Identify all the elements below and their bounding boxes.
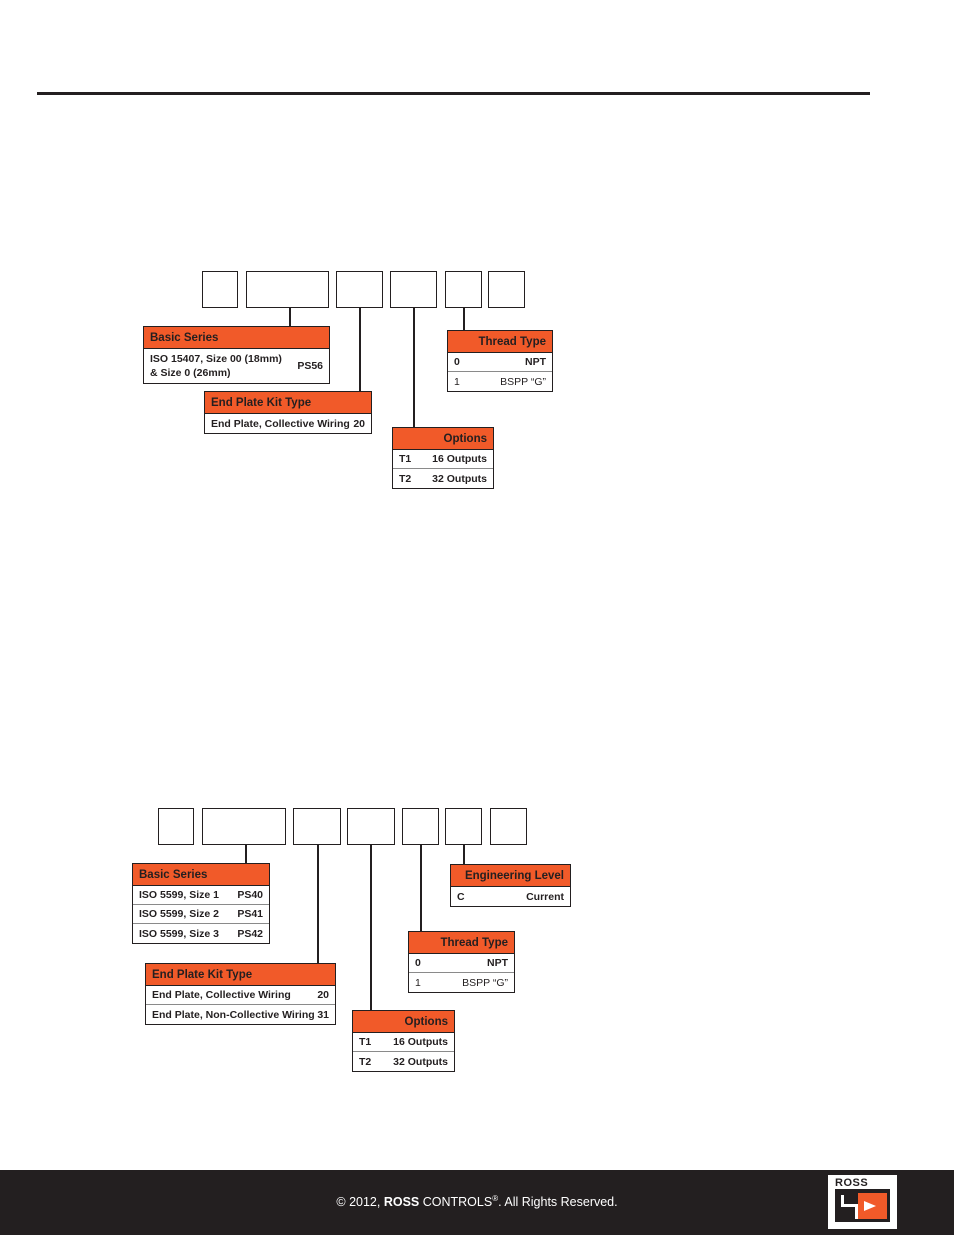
logo-wordmark: ROSS [835, 1177, 869, 1189]
engineering-level-table: Engineering Level C Current [450, 864, 571, 907]
row-code: 20 [353, 417, 365, 430]
table-row: T2 32 Outputs [393, 469, 493, 488]
end-plate-kit-table: End Plate Kit Type End Plate, Collective… [204, 391, 372, 434]
leader-line [359, 308, 361, 392]
code-slot-end-plate [293, 808, 341, 845]
leader-line [245, 845, 247, 863]
row-description: Current [526, 890, 564, 903]
row-code: PS56 [297, 360, 323, 372]
thread-type-table: Thread Type 0 NPT 1 BSPP “G” [408, 931, 515, 993]
row-description: ISO 5599, Size 2 [139, 908, 219, 920]
end-plate-kit-table: End Plate Kit Type End Plate, Collective… [145, 963, 336, 1025]
leader-line [317, 845, 319, 963]
row-code: 20 [317, 989, 329, 1001]
table-row: End Plate, Non-Collective Wiring 31 [146, 1005, 335, 1024]
options-header: Options [353, 1011, 454, 1033]
table-row: 1 BSPP “G” [448, 372, 552, 391]
table-row: 0 NPT [448, 353, 552, 372]
registered-mark: ® [492, 1194, 499, 1203]
row-description: NPT [525, 356, 546, 368]
code-slot-1 [202, 271, 238, 308]
row-description: 32 Outputs [432, 472, 487, 485]
row-code: C [457, 890, 465, 903]
row-code: T2 [359, 1055, 372, 1068]
copyright-suffix: . All Rights Reserved. [498, 1195, 618, 1210]
table-row: T1 16 Outputs [353, 1033, 454, 1052]
leader-line [413, 308, 415, 427]
leader-line [289, 308, 291, 326]
row-code: 31 [317, 1008, 329, 1021]
code-slot-options [347, 808, 395, 845]
row-code: T2 [399, 472, 412, 485]
end-plate-header: End Plate Kit Type [205, 392, 371, 414]
leader-line [420, 845, 422, 931]
leader-line [463, 845, 465, 864]
row-description: ISO 15407, Size 00 (18mm) & Size 0 (26mm… [150, 353, 282, 379]
row-description: BSPP “G” [462, 976, 508, 989]
code-slot-thread-type [402, 808, 439, 845]
thread-type-header: Thread Type [448, 331, 552, 353]
header-rule [37, 92, 870, 95]
row-code: 1 [454, 375, 460, 388]
engineering-level-header: Engineering Level [451, 865, 570, 887]
row-code: PS42 [237, 927, 263, 940]
row-code: 1 [415, 976, 421, 989]
brand-name-rest: CONTROLS [419, 1195, 493, 1210]
row-code: 0 [415, 957, 421, 969]
row-description: 16 Outputs [393, 1036, 448, 1048]
table-row: End Plate, Collective Wiring 20 [146, 986, 335, 1005]
table-row: ISO 5599, Size 1 PS40 [133, 886, 269, 905]
row-description: End Plate, Collective Wiring [211, 417, 350, 430]
code-slot-6 [488, 271, 525, 308]
thread-type-header: Thread Type [409, 932, 514, 954]
table-row: ISO 5599, Size 3 PS42 [133, 924, 269, 943]
row-description: NPT [487, 957, 508, 969]
basic-series-table: Basic Series ISO 5599, Size 1 PS40 ISO 5… [132, 863, 270, 944]
row-description: BSPP “G” [500, 375, 546, 388]
leader-line [370, 845, 372, 1010]
table-row: T1 16 Outputs [393, 450, 493, 469]
row-code: T1 [359, 1036, 372, 1048]
table-row: 0 NPT [409, 954, 514, 973]
basic-series-header: Basic Series [133, 864, 269, 886]
row-description: ISO 5599, Size 1 [139, 889, 219, 901]
row-code: 0 [454, 356, 460, 368]
leader-line [463, 308, 465, 330]
table-row: ISO 5599, Size 2 PS41 [133, 905, 269, 924]
table-row: End Plate, Collective Wiring 20 [205, 414, 371, 433]
ross-logo: ROSS [828, 1175, 897, 1229]
ross-logo-mark-icon [835, 1189, 890, 1222]
code-slot-basic-series [202, 808, 286, 845]
table-row: T2 32 Outputs [353, 1052, 454, 1071]
options-table: Options T1 16 Outputs T2 32 Outputs [392, 427, 494, 489]
code-slot-7 [490, 808, 527, 845]
row-code: PS41 [237, 908, 263, 920]
row-code: T1 [399, 453, 412, 465]
code-slot-1 [158, 808, 194, 845]
code-slot-options [390, 271, 437, 308]
code-slot-engineering-level [445, 808, 482, 845]
copyright-prefix: © 2012, [336, 1195, 384, 1210]
row-description: ISO 5599, Size 3 [139, 927, 219, 940]
end-plate-header: End Plate Kit Type [146, 964, 335, 986]
page-footer: © 2012, ROSS CONTROLS®. All Rights Reser… [0, 1170, 954, 1235]
basic-series-header: Basic Series [144, 327, 329, 349]
table-row: C Current [451, 887, 570, 906]
row-description: 32 Outputs [393, 1055, 448, 1068]
code-slot-end-plate [336, 271, 383, 308]
row-description: End Plate, Collective Wiring [152, 989, 291, 1001]
copyright-notice: © 2012, ROSS CONTROLS®. All Rights Reser… [0, 1194, 954, 1209]
basic-series-table: Basic Series ISO 15407, Size 00 (18mm) &… [143, 326, 330, 384]
options-header: Options [393, 428, 493, 450]
row-code: PS40 [237, 889, 263, 901]
options-table: Options T1 16 Outputs T2 32 Outputs [352, 1010, 455, 1072]
brand-name-bold: ROSS [383, 1195, 420, 1210]
table-row: 1 BSPP “G” [409, 973, 514, 992]
thread-type-table: Thread Type 0 NPT 1 BSPP “G” [447, 330, 553, 392]
code-slot-thread-type [445, 271, 482, 308]
row-description: End Plate, Non-Collective Wiring [152, 1008, 315, 1021]
code-slot-basic-series [246, 271, 329, 308]
row-description: 16 Outputs [432, 453, 487, 465]
table-row: ISO 15407, Size 00 (18mm) & Size 0 (26mm… [144, 349, 329, 383]
